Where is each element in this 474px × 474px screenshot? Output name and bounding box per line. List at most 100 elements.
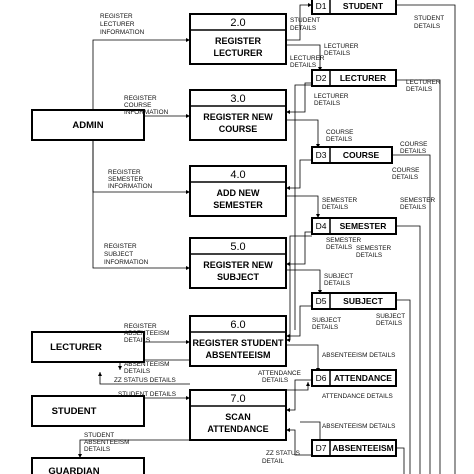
datastore-d2[interactable]: D2 LECTURER <box>311 69 397 87</box>
flow-label: SEMESTER <box>326 237 362 244</box>
flow-label: DETAILS <box>262 377 288 384</box>
process-3-title-2: COURSE <box>219 124 258 134</box>
flow-label: DETAILS <box>406 86 432 93</box>
flow-label: SUBJECT <box>104 251 133 258</box>
flow-label: DETAILS <box>314 100 340 107</box>
flow-label: DETAILS <box>124 368 150 375</box>
flow-d2-right <box>396 79 441 474</box>
flow-label: DETAILS <box>84 446 110 453</box>
process-2-title-1: REGISTER <box>215 36 262 46</box>
flow-label: SEMESTER <box>400 197 436 204</box>
flow-5-to-d5 <box>286 269 322 294</box>
flow-7-to-guardian <box>78 439 190 458</box>
process-7[interactable]: 7.0 SCAN ATTENDANCE <box>189 389 287 441</box>
process-4[interactable]: 4.0 ADD NEW SEMESTER <box>189 165 287 217</box>
entity-admin[interactable]: ADMIN <box>31 109 145 141</box>
flow-d4-right <box>396 225 421 474</box>
flow-d3-right <box>392 154 431 474</box>
process-7-id: 7.0 <box>230 393 245 405</box>
flow-d5-to-6 <box>286 305 312 338</box>
flow-d2-to-3 <box>286 82 312 114</box>
process-4-id: 4.0 <box>230 169 245 181</box>
process-5[interactable]: 5.0 REGISTER NEW SUBJECT <box>189 237 287 289</box>
flow-label: LECTURER <box>406 79 441 86</box>
flow-label: STUDENT <box>414 15 444 22</box>
datastore-d3[interactable]: D3 COURSE <box>311 146 393 164</box>
flow-label: DETAILS <box>326 244 352 251</box>
process-7-title-1: SCAN <box>225 412 251 422</box>
flow-label: REGISTER <box>100 13 133 20</box>
datastore-d1[interactable]: D1 STUDENT <box>311 0 397 15</box>
entity-student[interactable]: STUDENT <box>31 395 145 427</box>
datastore-d5[interactable]: D5 SUBJECT <box>311 292 397 310</box>
datastore-d7-name: ABSENTEEISM <box>332 443 393 453</box>
flow-zz-to-lecturer <box>98 372 190 385</box>
datastore-d5-id: D5 <box>316 296 327 306</box>
process-6[interactable]: 6.0 REGISTER STUDENT ABSENTEEISM <box>189 315 287 367</box>
datastore-d6[interactable]: D6 ATTENDANCE <box>311 369 397 387</box>
flow-d1-right <box>396 4 456 474</box>
flow-labels: REGISTER LECTURER INFORMATION REGISTER C… <box>84 13 444 465</box>
datastore-d2-name: LECTURER <box>340 73 386 83</box>
entity-guardian[interactable]: GUARDIAN <box>31 457 145 474</box>
flow-label: ZZ STATUS DETAILS <box>114 377 176 384</box>
flow-d3-to-4 <box>286 159 312 190</box>
flow-admin-to-5 <box>92 125 190 270</box>
flow-label: STUDENT <box>290 17 320 24</box>
flow-label: SEMESTER <box>108 176 144 183</box>
flow-label: DETAILS <box>326 136 352 143</box>
flow-label: LECTURER <box>324 43 359 50</box>
flow-label: DETAILS <box>392 174 418 181</box>
flow-label: DETAILS <box>376 320 402 327</box>
flow-label: DETAILS <box>312 324 338 331</box>
datastore-d7-id: D7 <box>316 443 327 453</box>
entity-guardian-label: GUARDIAN <box>48 466 99 474</box>
process-7-title-2: ATTENDANCE <box>207 424 268 434</box>
flow-label: LECTURER <box>100 21 135 28</box>
flow-label: DETAILS <box>290 62 316 69</box>
flow-label: COURSE <box>326 129 353 136</box>
flow-d7-right <box>396 447 405 474</box>
entity-student-label: STUDENT <box>52 406 97 417</box>
flow-label: STUDENT DETAILS <box>118 391 176 398</box>
flow-label: DETAILS <box>414 23 440 30</box>
process-5-title-2: SUBJECT <box>217 272 260 282</box>
flow-3-to-d3 <box>286 119 320 148</box>
flow-label: INFORMATION <box>124 109 169 116</box>
flow-label: ATTENDANCE DETAILS <box>322 393 393 400</box>
process-3[interactable]: 3.0 REGISTER NEW COURSE <box>189 89 287 141</box>
entity-lecturer[interactable]: LECTURER <box>31 331 145 363</box>
flow-label: SEMESTER <box>322 197 358 204</box>
datastore-d5-name: SUBJECT <box>343 296 383 306</box>
entity-lecturer-label: LECTURER <box>50 342 102 353</box>
process-4-title-1: ADD NEW <box>217 188 261 198</box>
datastore-d6-id: D6 <box>316 373 327 383</box>
datastore-d7[interactable]: D7 ABSENTEEISM <box>311 439 397 457</box>
flow-label: LECTURER <box>290 55 325 62</box>
process-2[interactable]: 2.0 REGISTER LECTURER <box>189 13 287 65</box>
flow-d6-to-7 <box>286 379 312 412</box>
datastore-d4-id: D4 <box>316 221 327 231</box>
datastore-d3-name: COURSE <box>343 150 380 160</box>
flow-d2-down <box>294 84 312 330</box>
flow-label: DETAIL <box>262 458 284 465</box>
datastore-d1-id: D1 <box>316 1 327 11</box>
flow-admin-to-2 <box>92 38 190 125</box>
flow-label: STUDENT <box>84 432 114 439</box>
process-6-title-2: ABSENTEEISM <box>205 350 270 360</box>
process-3-id: 3.0 <box>230 93 245 105</box>
process-6-title-1: REGISTER STUDENT <box>192 338 284 348</box>
process-5-title-1: REGISTER NEW <box>203 260 273 270</box>
flow-label: ABSENTEEISM DETAILS <box>322 423 395 430</box>
process-2-title-2: LECTURER <box>214 48 263 58</box>
flow-2-to-d2 <box>286 44 322 71</box>
flow-label: DETAILS <box>324 280 350 287</box>
datastore-d2-id: D2 <box>316 73 327 83</box>
flow-label: SUBJECT <box>324 273 353 280</box>
flow-label: DETAILS <box>324 50 350 57</box>
flow-label: INFORMATION <box>108 183 153 190</box>
datastore-d4[interactable]: D4 SEMESTER <box>311 217 397 235</box>
flow-label: INFORMATION <box>100 29 145 36</box>
flow-2-to-d1 <box>286 3 312 41</box>
